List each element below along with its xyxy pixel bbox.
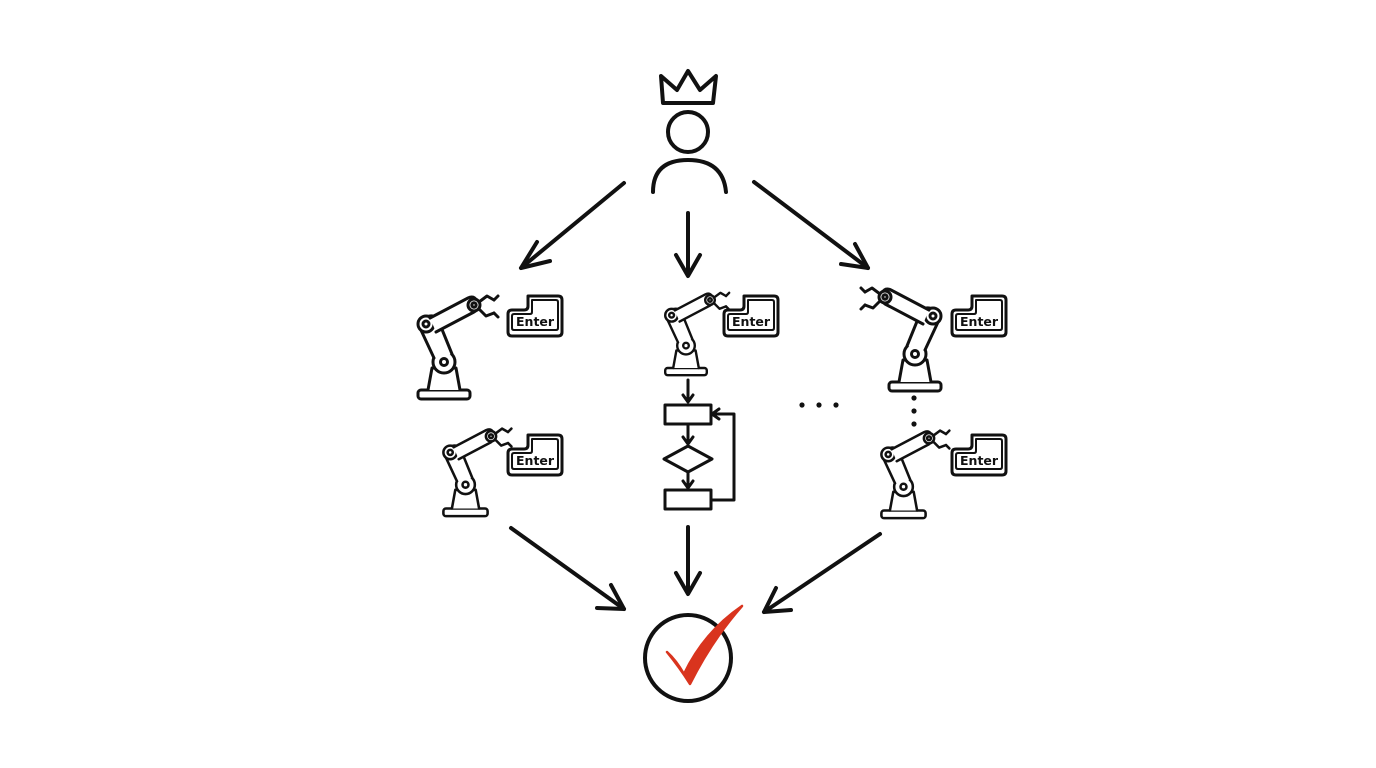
enter-key-label: Enter xyxy=(960,314,999,329)
enter-key-icon: Enter xyxy=(950,294,1008,338)
flowchart-icon xyxy=(662,378,736,511)
crown-icon xyxy=(659,69,718,105)
enter-key-label: Enter xyxy=(732,314,771,329)
vertical-ellipsis-icon xyxy=(911,395,917,427)
arrow-to-right-agent xyxy=(752,180,870,270)
enter-key-icon: Enter xyxy=(722,294,780,338)
arrow-to-left-agent xyxy=(519,181,626,270)
arrow-from-right-agents xyxy=(762,532,882,614)
robot-arm-icon xyxy=(859,286,943,393)
enter-key-label: Enter xyxy=(516,453,555,468)
arrow-to-center-agent xyxy=(674,211,702,278)
ellipsis-icon xyxy=(799,402,839,408)
robot-arm-icon xyxy=(416,294,500,401)
arrow-from-left-agents xyxy=(509,526,626,611)
robot-arm-icon xyxy=(664,291,731,377)
enter-key-label: Enter xyxy=(960,453,999,468)
enter-key-icon: Enter xyxy=(950,433,1008,477)
enter-key-icon: Enter xyxy=(506,433,564,477)
robot-arm-icon xyxy=(880,429,951,520)
enter-key-icon: Enter xyxy=(506,294,564,338)
arrow-from-center-agent xyxy=(674,525,702,596)
enter-key-label: Enter xyxy=(516,314,555,329)
person-icon xyxy=(651,110,728,194)
check-circle-icon xyxy=(643,604,744,703)
robot-arm-icon xyxy=(442,427,513,518)
